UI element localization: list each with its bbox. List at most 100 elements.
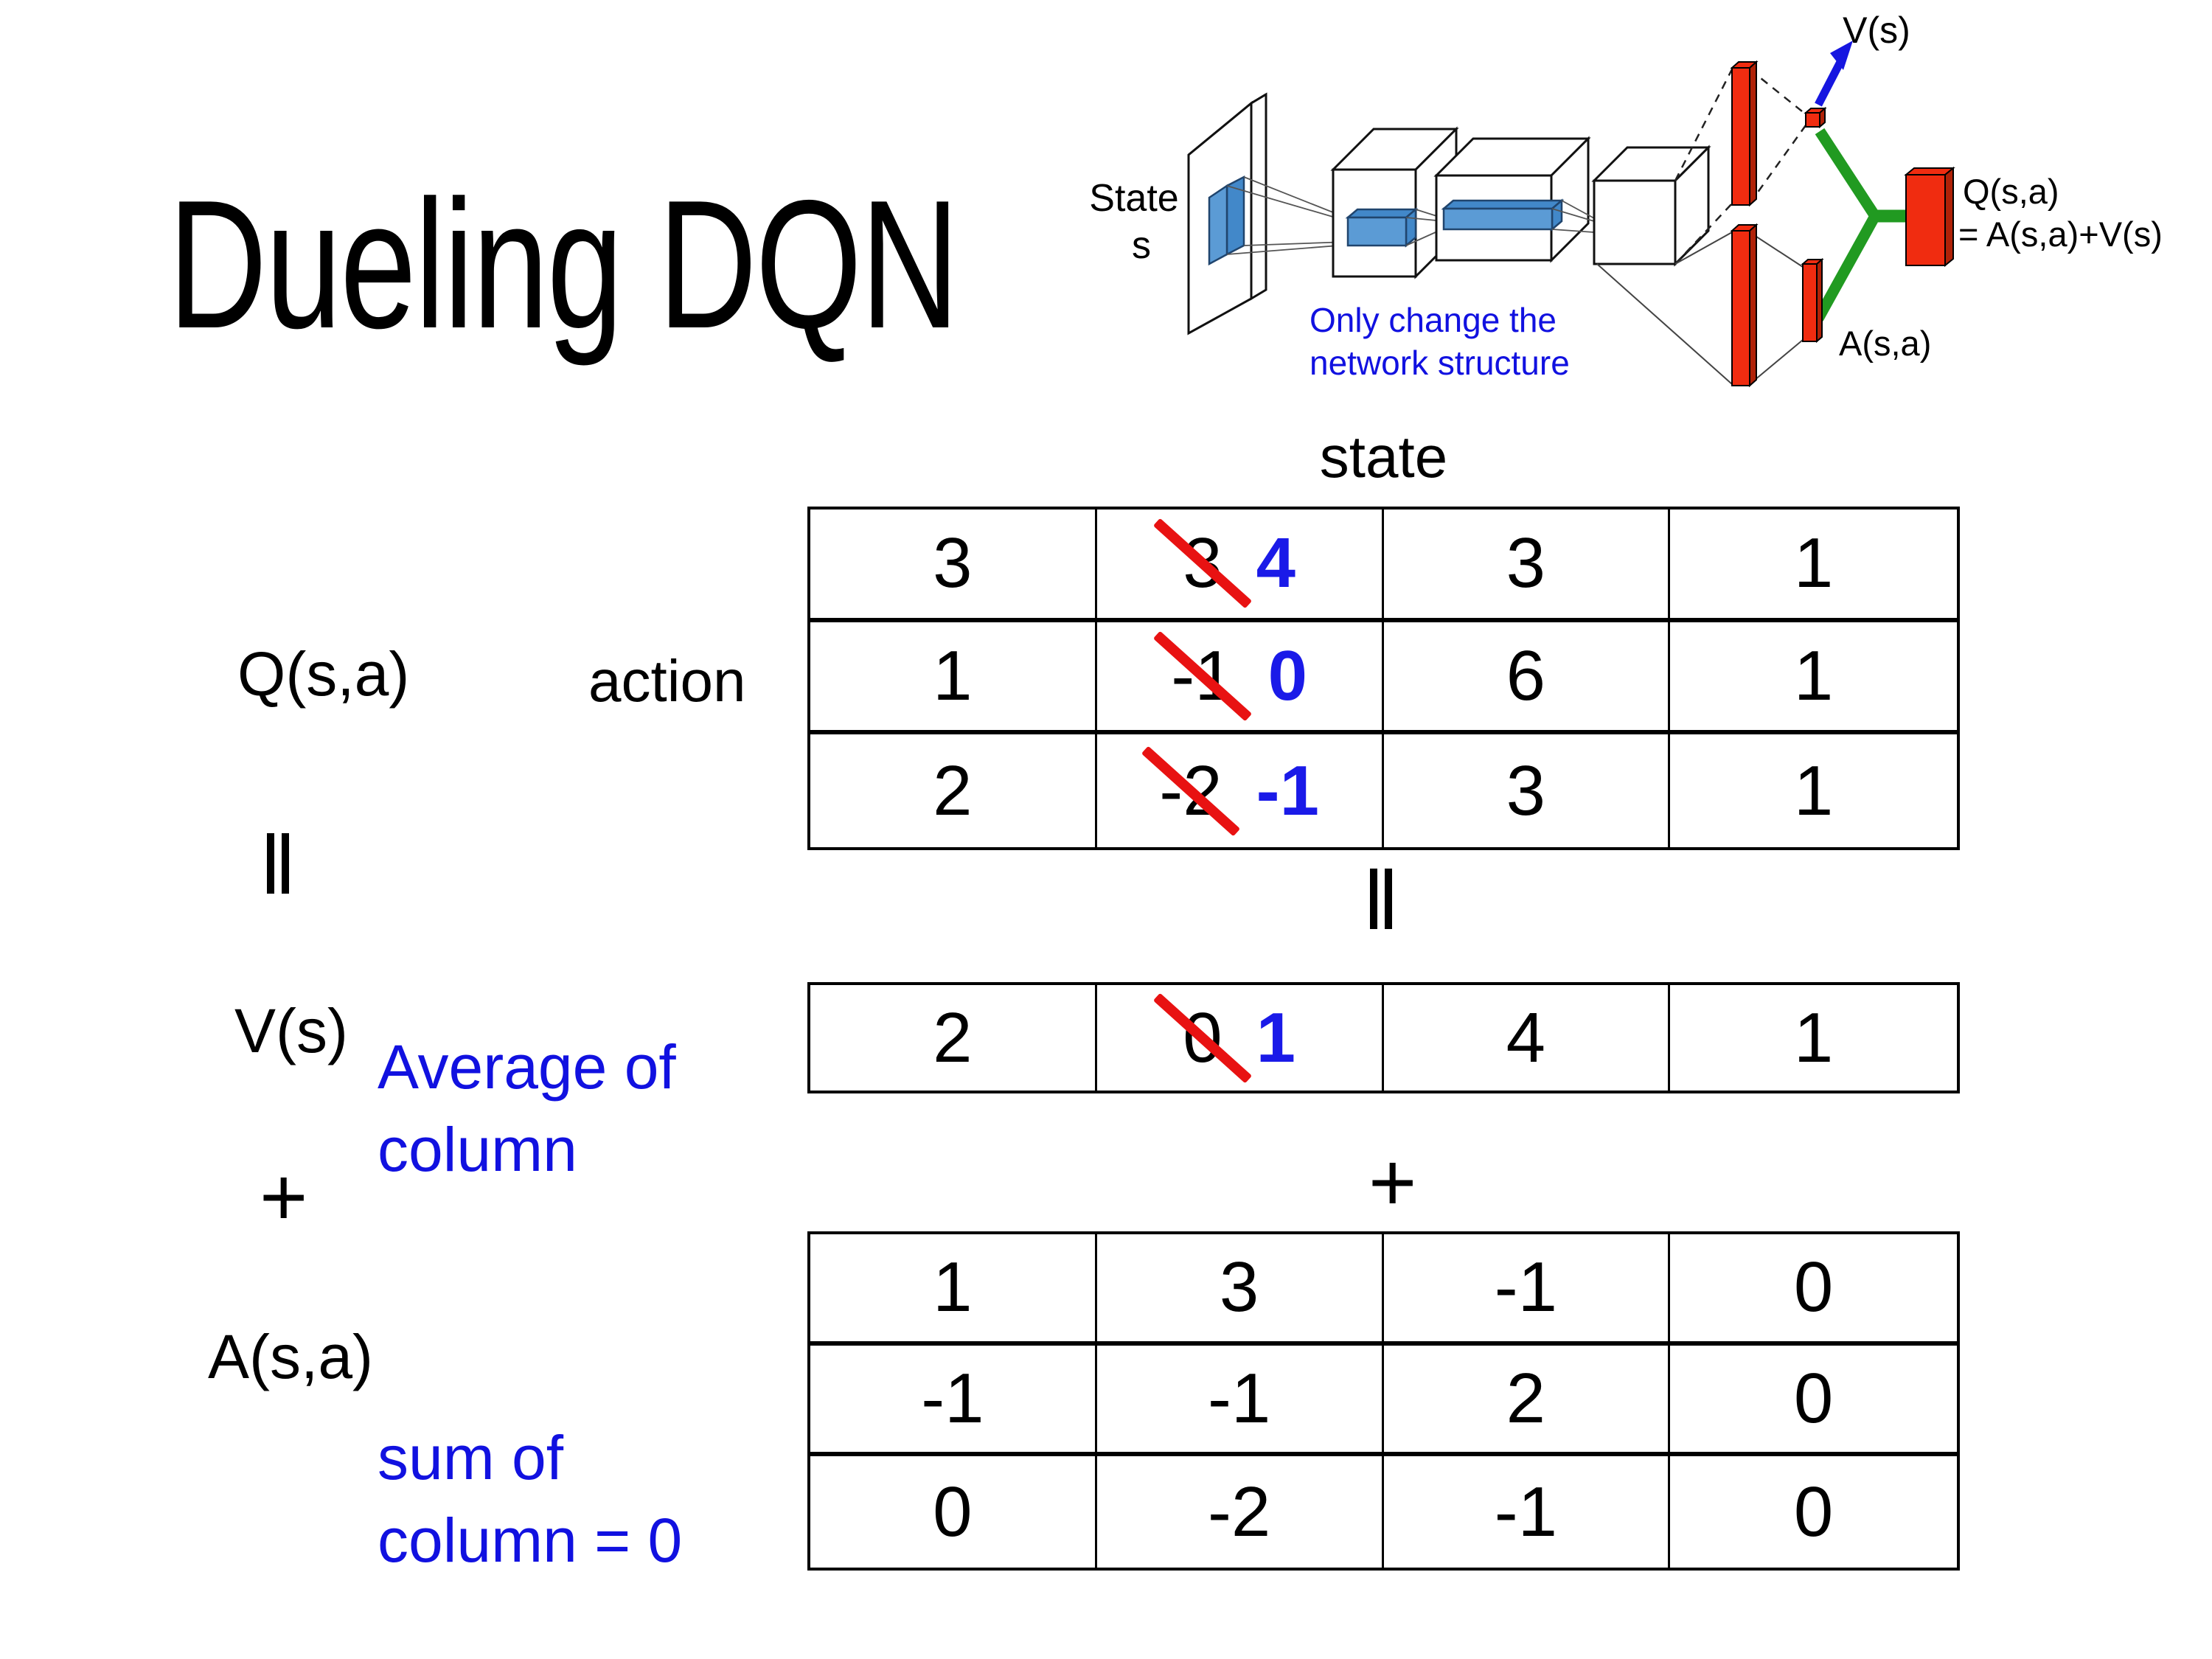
q-value: 3 — [1506, 751, 1546, 830]
diagram-state-label-line1: State — [1089, 177, 1178, 220]
sum-note-line1: sum of — [378, 1423, 564, 1492]
conv-filter-2 — [1345, 207, 1419, 248]
a-value: 0 — [1793, 1358, 1834, 1438]
new-value: -1 — [1256, 751, 1319, 830]
average-note-line1: Average of — [378, 1032, 676, 1102]
a-value: -1 — [1494, 1248, 1558, 1327]
projection-lines-3 — [1551, 200, 1595, 233]
plus-sign-left: + — [260, 1151, 308, 1243]
fc-bar-value-stream — [1730, 60, 1759, 207]
struck-old-value: 3 — [1183, 524, 1222, 603]
sum-note-line2: column = 0 — [378, 1505, 683, 1575]
q-cell-r0c1: 3 4 — [1096, 509, 1384, 622]
struck-old-value: -2 — [1159, 751, 1222, 830]
q-cell-r2c3: 1 — [1670, 734, 1957, 847]
edited-q-value: -1 0 — [1171, 636, 1307, 717]
a-value: -1 — [1494, 1472, 1558, 1551]
diagram-v-output-label: V(s) — [1843, 10, 1910, 51]
q-matrix-label: Q(s,a) — [237, 639, 410, 709]
q-output-bar — [1904, 166, 1955, 268]
advantage-node — [1801, 257, 1824, 344]
plus-sign-center: + — [1368, 1136, 1417, 1228]
edited-q-value: 3 4 — [1183, 523, 1295, 604]
q-cell-r2c2: 3 — [1384, 734, 1671, 847]
a-value: 3 — [1219, 1248, 1259, 1327]
conv-filter-1 — [1208, 175, 1245, 266]
diagram-state-label-line2: s — [1132, 224, 1151, 267]
a-value: -1 — [1207, 1358, 1271, 1438]
new-value: 1 — [1256, 998, 1296, 1077]
edited-v-value: 0 1 — [1183, 998, 1295, 1079]
v-cell-c1: 0 1 — [1097, 985, 1384, 1091]
q-cell-r0c2: 3 — [1383, 509, 1671, 622]
network-diagram: State s — [1089, 10, 2163, 388]
value-node — [1804, 106, 1827, 129]
q-value: 6 — [1506, 636, 1546, 715]
q-value: 1 — [1793, 636, 1834, 715]
struck-old-value: -1 — [1171, 636, 1234, 715]
q-cell-r1c1: -1 0 — [1096, 622, 1384, 735]
merge-connector — [1813, 128, 1914, 321]
a-cell-r1c3: 0 — [1670, 1346, 1957, 1457]
value-output-arrow — [1815, 41, 1853, 107]
conv-layer-box-2 — [1433, 136, 1591, 263]
q-value: 1 — [1793, 751, 1834, 830]
equals-rotated-center — [1370, 869, 1392, 929]
average-of-column-note: Average of column — [378, 1026, 676, 1191]
diagram-q-output-label-line2: = A(s,a)+V(s) — [1958, 215, 2163, 254]
state-axis-label: state — [1319, 424, 1448, 490]
a-value: -2 — [1207, 1472, 1271, 1551]
a-cell-r1c0: -1 — [810, 1345, 1097, 1457]
new-value: 0 — [1267, 636, 1307, 715]
v-table: 2 0 1 4 1 — [807, 982, 1960, 1093]
conv-filter-3 — [1441, 198, 1565, 232]
fc-bar-advantage-stream — [1730, 223, 1759, 388]
a-cell-r1c2: 2 — [1383, 1345, 1671, 1457]
action-axis-label: action — [588, 648, 746, 714]
a-matrix-label: A(s,a) — [208, 1322, 374, 1391]
q-cell-r1c0: 1 — [810, 622, 1097, 735]
v-value: 4 — [1506, 998, 1546, 1077]
q-cell-r1c3: 1 — [1670, 622, 1957, 735]
a-cell-r0c0: 1 — [810, 1234, 1097, 1346]
slide-title: Dueling DQN — [168, 161, 959, 366]
v-value: 1 — [1793, 998, 1834, 1077]
sum-of-column-note: sum of column = 0 — [378, 1417, 682, 1582]
a-value: 0 — [1793, 1248, 1834, 1327]
diagram-note-line2: network structure — [1310, 344, 1570, 382]
diagram-a-output-label: A(s,a) — [1839, 324, 1931, 363]
q-value: 3 — [933, 524, 973, 603]
a-cell-r0c2: -1 — [1383, 1234, 1671, 1346]
v-cell-c2: 4 — [1384, 985, 1671, 1091]
q-cell-r1c2: 6 — [1383, 622, 1671, 735]
q-value: 2 — [933, 751, 973, 830]
a-cell-r2c1: -2 — [1097, 1456, 1384, 1568]
diagram-note-line1: Only change the — [1310, 301, 1557, 339]
v-cell-c3: 1 — [1670, 985, 1957, 1091]
q-value: 1 — [933, 636, 973, 715]
v-cell-c0: 2 — [810, 985, 1097, 1091]
a-cell-r2c0: 0 — [810, 1456, 1097, 1568]
dashed-links-to-value-stream — [1674, 69, 1807, 265]
projection-lines-1 — [1226, 176, 1349, 255]
links-to-advantage-stream — [1596, 232, 1804, 385]
struck-old-value: 0 — [1183, 998, 1222, 1077]
q-value: 1 — [1793, 524, 1834, 603]
diagram-q-output-label-line1: Q(s,a) — [1963, 172, 2059, 211]
equals-rotated-left — [267, 833, 289, 894]
q-value: 3 — [1506, 524, 1546, 603]
a-value: 0 — [933, 1472, 973, 1551]
a-cell-r2c3: 0 — [1670, 1456, 1957, 1568]
q-cell-r0c0: 3 — [810, 509, 1097, 622]
a-value: 2 — [1506, 1358, 1546, 1438]
a-value: 1 — [933, 1248, 973, 1327]
edited-q-value: -2 -1 — [1159, 751, 1319, 832]
a-table: 1 3 -1 0 -1 -1 2 0 0 -2 -1 0 — [807, 1231, 1960, 1571]
q-cell-r0c3: 1 — [1670, 509, 1957, 622]
v-value: 2 — [933, 998, 973, 1077]
q-table: 3 3 4 3 1 1 -1 0 6 1 2 -2 -1 3 1 — [807, 507, 1960, 850]
a-cell-r2c2: -1 — [1384, 1456, 1671, 1568]
a-value: -1 — [921, 1358, 984, 1438]
a-cell-r0c3: 0 — [1670, 1234, 1957, 1346]
